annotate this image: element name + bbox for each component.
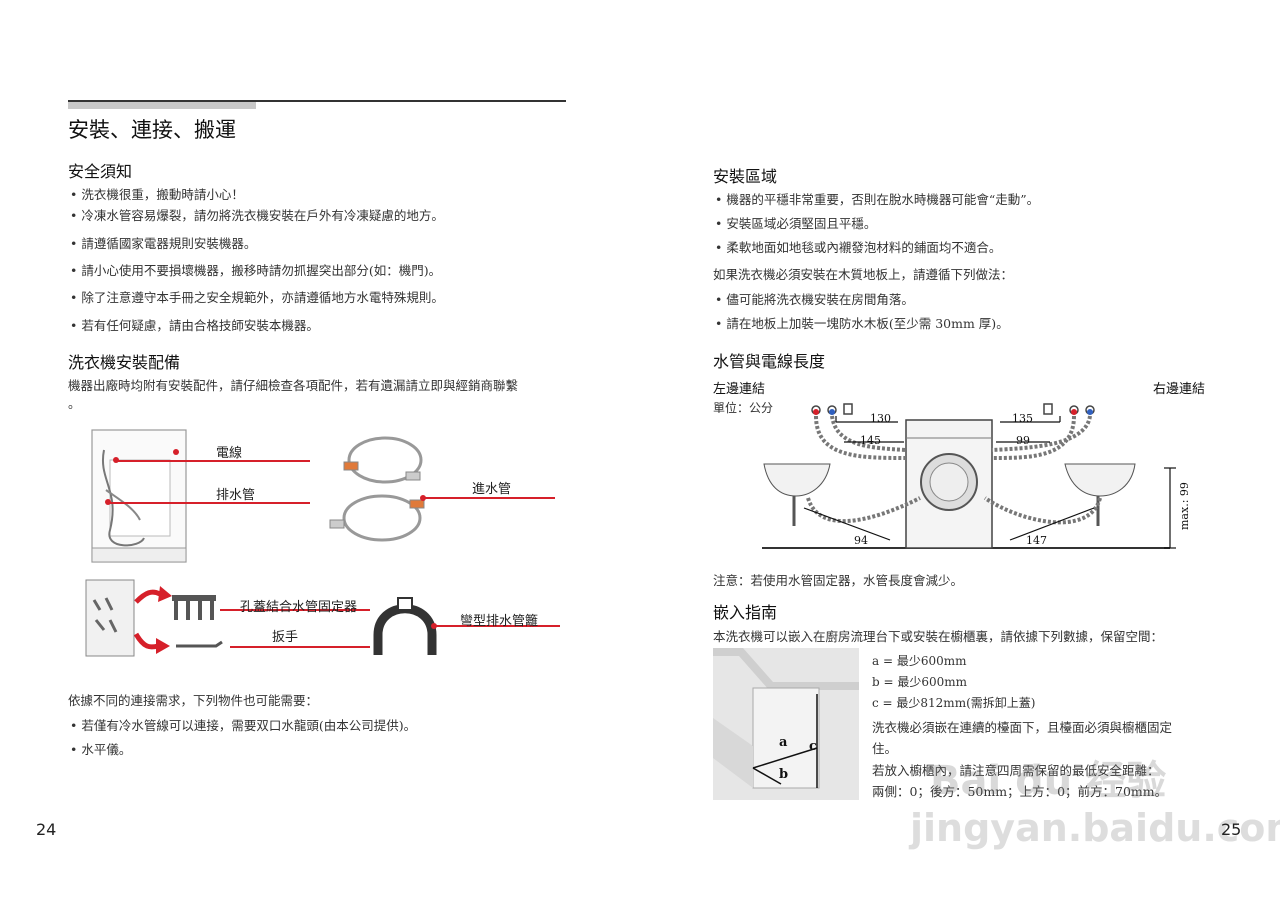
safety-item: 請小心使用不要損壞機器，搬移時請勿抓握突出部分(如：機門)。: [70, 260, 441, 279]
wood-floor-item: 儘可能將洗衣機安裝在房間角落。: [715, 289, 914, 308]
curved-drain-drawing: [373, 597, 437, 655]
caps-label: 孔蓋結合水管固定器: [240, 600, 358, 615]
builtin-label-a: a: [779, 735, 788, 750]
drain-hose-label: 排水管: [216, 488, 256, 503]
builtin-text: 住。: [872, 741, 898, 756]
accessories-illustration: [85, 429, 560, 657]
curved-drain-label: 彎型排水管籬: [460, 614, 539, 629]
builtin-text: 若放入櫥櫃內，請注意四周需保留的最低安全距離：: [872, 763, 1160, 778]
inlet-hose-drawing: [329, 436, 425, 542]
dim-right-mid: 99: [1016, 434, 1030, 447]
safety-item: 若有任何疑慮，請由合格技師安裝本機器。: [70, 315, 319, 334]
builtin-dim-c: c = 最少812mm(需拆卸上蓋): [872, 696, 1036, 710]
builtin-label-b: b: [779, 767, 788, 782]
caps-bag-drawing: [85, 579, 223, 657]
wood-floor-item: 請在地板上加裝一塊防水木板(至少需 30mm 厚)。: [715, 313, 1008, 332]
install-area-item: 安裝區域必須堅固且平穩。: [715, 213, 876, 232]
builtin-heading: 嵌入指南: [713, 603, 778, 622]
right-connection-label: 右邊連結: [1153, 382, 1206, 397]
accessories-intro-end: 。: [68, 396, 81, 411]
extra-item: 若僅有冷水管線可以連接，需要双口水龍頭(由本公司提供)。: [70, 715, 416, 734]
builtin-diagram: a c b: [713, 648, 859, 800]
header-rule-gray: [68, 101, 256, 109]
safety-item: 冷凍水管容易爆裂，請勿將洗衣機安裝在戶外有冷凍疑慮的地方。: [70, 205, 444, 224]
watermark-logo: Bai du 经验: [930, 758, 1167, 804]
builtin-label-c: c: [809, 739, 817, 754]
extra-intro: 依據不同的連接需求，下列物件也可能需要：: [68, 693, 319, 708]
dim-left-bottom: 94: [854, 534, 868, 547]
builtin-dim-a: a = 最少600mm: [872, 654, 967, 668]
washer-back-drawing: [91, 429, 187, 563]
builtin-dim-b: b = 最少600mm: [872, 675, 968, 689]
wrench-label: 扳手: [272, 630, 299, 645]
dim-left-mid: 145: [860, 434, 881, 447]
install-area-heading: 安裝區域: [713, 167, 778, 186]
page-number-right: 25: [1221, 820, 1242, 839]
accessories-heading: 洗衣機安裝配備: [68, 353, 181, 372]
dim-left-top: 130: [870, 412, 891, 425]
extra-item: 水平儀。: [70, 739, 131, 758]
inlet-hose-label: 進水管: [472, 482, 512, 497]
safety-item: 洗衣機很重，搬動時請小心！: [70, 184, 244, 203]
dim-right-top: 135: [1012, 412, 1033, 425]
safety-item: 請遵循國家電器規則安裝機器。: [70, 233, 256, 252]
hose-length-heading: 水管與電線長度: [713, 352, 826, 371]
dim-right-bottom: 147: [1026, 534, 1047, 547]
page-number-left: 24: [36, 820, 57, 839]
builtin-text: 洗衣機必須嵌在連續的檯面下，且檯面必須與櫥櫃固定: [872, 720, 1173, 735]
power-cord-label: 電線: [216, 446, 243, 461]
accessories-intro: 機器出廠時均附有安裝配件，請仔細檢查各項配件，若有遺漏請立即與經銷商聯繫: [68, 378, 519, 393]
safety-item: 除了注意遵守本手冊之安全規範外，亦請遵循地方水電特殊規則。: [70, 287, 444, 306]
safety-heading: 安全須知: [68, 162, 133, 181]
header-rule-dark: [68, 100, 566, 102]
left-connection-label: 左邊連結: [713, 382, 766, 397]
install-area-item: 機器的平穩非常重要，否則在脫水時機器可能會“走動”。: [715, 189, 1039, 208]
hose-length-note: 注意：若使用水管固定器，水管長度會減少。: [713, 573, 964, 588]
watermark-url: jingyan.baidu.com: [910, 806, 1280, 850]
dim-height: max.: 99: [1178, 482, 1191, 530]
wood-floor-intro: 如果洗衣機必須安裝在木質地板上，請遵循下列做法：: [713, 267, 1014, 282]
install-area-item: 柔軟地面如地毯或內襯發泡材料的鋪面均不適合。: [715, 237, 1001, 256]
unit-label: 單位：公分: [713, 401, 774, 415]
page-title: 安裝、連接、搬運: [68, 118, 236, 142]
hose-length-diagram: 130 145 94 135 99 147 max.: 99: [762, 403, 1191, 549]
builtin-text: 兩側：0；後方：50mm；上方：0；前方：70mm。: [872, 784, 1168, 799]
builtin-intro: 本洗衣機可以嵌入在廚房流理台下或安裝在櫥櫃裏，請依據下列數據，保留空間：: [713, 629, 1164, 644]
